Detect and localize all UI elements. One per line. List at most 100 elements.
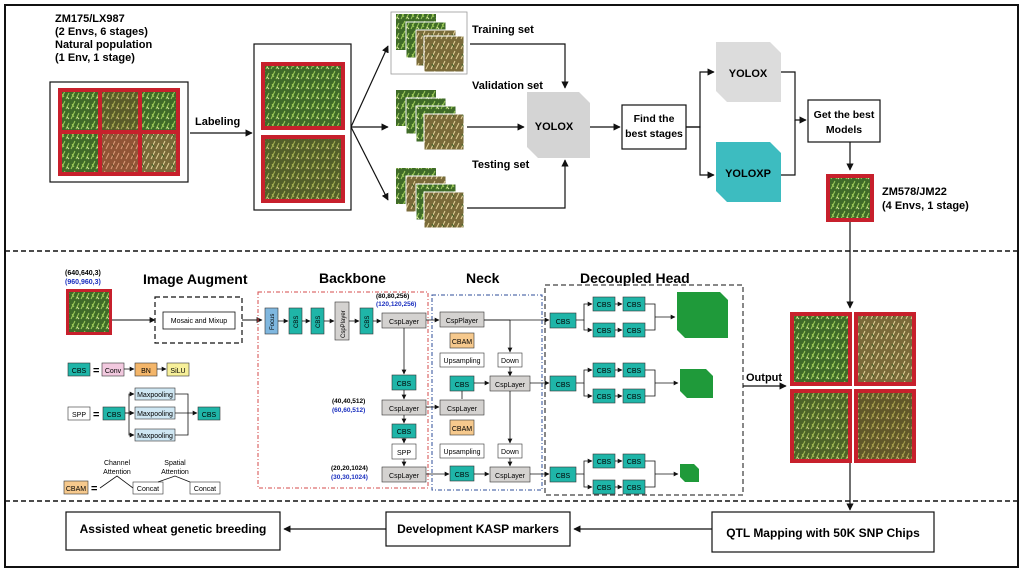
assisted-label: Assisted wheat genetic breeding <box>80 522 267 536</box>
dims-80: (80,80,256) <box>376 293 409 300</box>
svg-text:CBS: CBS <box>597 485 612 492</box>
neck-region <box>431 294 543 491</box>
svg-text:CBS: CBS <box>202 412 217 419</box>
svg-text:CBS: CBS <box>556 319 571 326</box>
mosaic-label: Mosaic and Mixup <box>171 318 228 325</box>
svg-text:Conv: Conv <box>105 368 122 375</box>
backbone-csplayer-2-label: CspLayer <box>389 406 420 413</box>
find-best-box <box>621 104 687 150</box>
output-label: Output <box>746 372 782 384</box>
kasp-label: Development KASP markers <box>397 522 559 536</box>
testing-set-stack <box>396 168 465 229</box>
svg-text:Maxpooling: Maxpooling <box>137 433 173 440</box>
yolox-model-box <box>716 42 781 102</box>
findbest-to-yolox-arrow <box>686 68 715 128</box>
yoloxp-model-box <box>716 142 781 202</box>
neck-csplayer-3-label: CspLayer <box>495 473 526 480</box>
svg-text:Maxpooling: Maxpooling <box>137 411 173 418</box>
dataset-title: ZM175/LX987 <box>55 13 125 25</box>
dataset-envs: (2 Envs, 6 stages) <box>55 26 148 38</box>
input-dims: (640,640,3) <box>65 270 101 277</box>
neck-cbam-2 <box>449 419 475 436</box>
neck-csplayer-2-label: CspLayer <box>495 382 526 389</box>
testing-to-yolox-arrow <box>467 159 569 209</box>
head-region <box>544 284 744 496</box>
legend: CBS = Conv BN SiLU SPP = CBS Maxpooling … <box>63 362 221 495</box>
head-branch-3: CBS CBS CBS CBS CBS <box>549 453 699 495</box>
svg-text:CBS: CBS <box>597 368 612 375</box>
labeled-photos <box>253 43 352 211</box>
validation-set-stack <box>396 90 465 151</box>
backbone-spp-label: SPP <box>397 450 411 457</box>
svg-text:SiLU: SiLU <box>170 368 185 375</box>
svg-text:Spatial: Spatial <box>164 460 186 467</box>
neck-csplayer-3 <box>489 466 531 483</box>
labeling-label: Labeling <box>195 116 240 128</box>
svg-text:Concat: Concat <box>194 486 216 493</box>
target-title: ZM578/JM22 <box>882 186 947 198</box>
training-set-label: Training set <box>472 24 534 36</box>
backbone-region <box>257 291 429 489</box>
backbone-cbs-2-label: CBS <box>316 316 322 328</box>
backbone-csplayer-3-label: CspLayer <box>389 473 420 480</box>
neck-upsampling-1-label: Upsampling <box>444 358 481 365</box>
neck-upsampling-2-label: Upsampling <box>444 449 481 456</box>
backbone-cbs-3-label: CBS <box>365 316 371 328</box>
neck-cbs-2-label: CBS <box>455 472 470 479</box>
dataset-natural-env: (1 Env, 1 stage) <box>55 52 135 64</box>
target-photo <box>826 174 874 222</box>
svg-text:=: = <box>93 409 99 421</box>
neck-title: Neck <box>466 270 500 286</box>
dims-20: (20,20,1024) <box>331 465 368 472</box>
neck-cbam-2-label: CBAM <box>452 426 472 433</box>
dims-40: (40,40,512) <box>332 398 365 405</box>
assisted-box <box>65 511 281 551</box>
validation-set-label: Validation set <box>472 80 543 92</box>
neck-down-2-label: Down <box>501 449 519 456</box>
svg-text:Channel: Channel <box>104 460 131 467</box>
neck-csplayer-1-label: CspLayer <box>447 406 478 413</box>
backbone-cbs-1-label: CBS <box>294 316 300 328</box>
find-best-line2: best stages <box>625 128 683 140</box>
decoupled-head-title: Decoupled Head <box>580 270 690 286</box>
dims-30: (30,30,1024) <box>331 474 368 481</box>
neck-upsampling-2 <box>439 443 485 459</box>
neck-upsampling-1 <box>439 352 485 368</box>
testing-set-label: Testing set <box>472 159 530 171</box>
svg-text:CBS: CBS <box>627 302 642 309</box>
dims-120: (120,120,256) <box>376 301 416 308</box>
input-dims-alt: (960,960,3) <box>65 279 101 286</box>
svg-text:CBS: CBS <box>107 412 122 419</box>
yoloxp-model-label: YOLOXP <box>725 168 771 180</box>
find-best-line1: Find the <box>634 113 675 125</box>
svg-text:CBS: CBS <box>556 382 571 389</box>
head-branch-1: CBS CBS CBS CBS CBS <box>549 292 728 338</box>
neck-cbam-1 <box>449 332 475 349</box>
yolox-model-label: YOLOX <box>729 68 768 80</box>
arrow-to-training <box>350 45 389 128</box>
yolox-to-getbest-arrow <box>781 71 807 124</box>
svg-text:SPP: SPP <box>72 412 86 419</box>
yolox-center-label: YOLOX <box>535 121 574 133</box>
arrow-to-testing <box>350 126 389 201</box>
svg-text:CBS: CBS <box>597 459 612 466</box>
outer-border <box>4 4 1019 568</box>
dims-60: (60,60,512) <box>332 407 365 414</box>
svg-text:CBS: CBS <box>627 459 642 466</box>
backbone-csplayer-1-label: CspLayer <box>389 319 420 326</box>
training-to-yolox-arrow <box>470 43 569 89</box>
findbest-to-yoloxp-arrow <box>686 126 715 179</box>
get-best-line2: Models <box>826 124 862 136</box>
focus-label: Focus <box>270 314 276 330</box>
neck-cspplayer <box>439 311 485 328</box>
svg-text:BN: BN <box>141 368 151 375</box>
backbone-title: Backbone <box>319 270 386 286</box>
neck-cbam-1-label: CBAM <box>452 339 472 346</box>
svg-text:CBS: CBS <box>627 485 642 492</box>
svg-text:CBS: CBS <box>556 473 571 480</box>
svg-text:Attention: Attention <box>161 469 189 476</box>
neck-down-1-label: Down <box>501 358 519 365</box>
svg-text:CBS: CBS <box>627 328 642 335</box>
